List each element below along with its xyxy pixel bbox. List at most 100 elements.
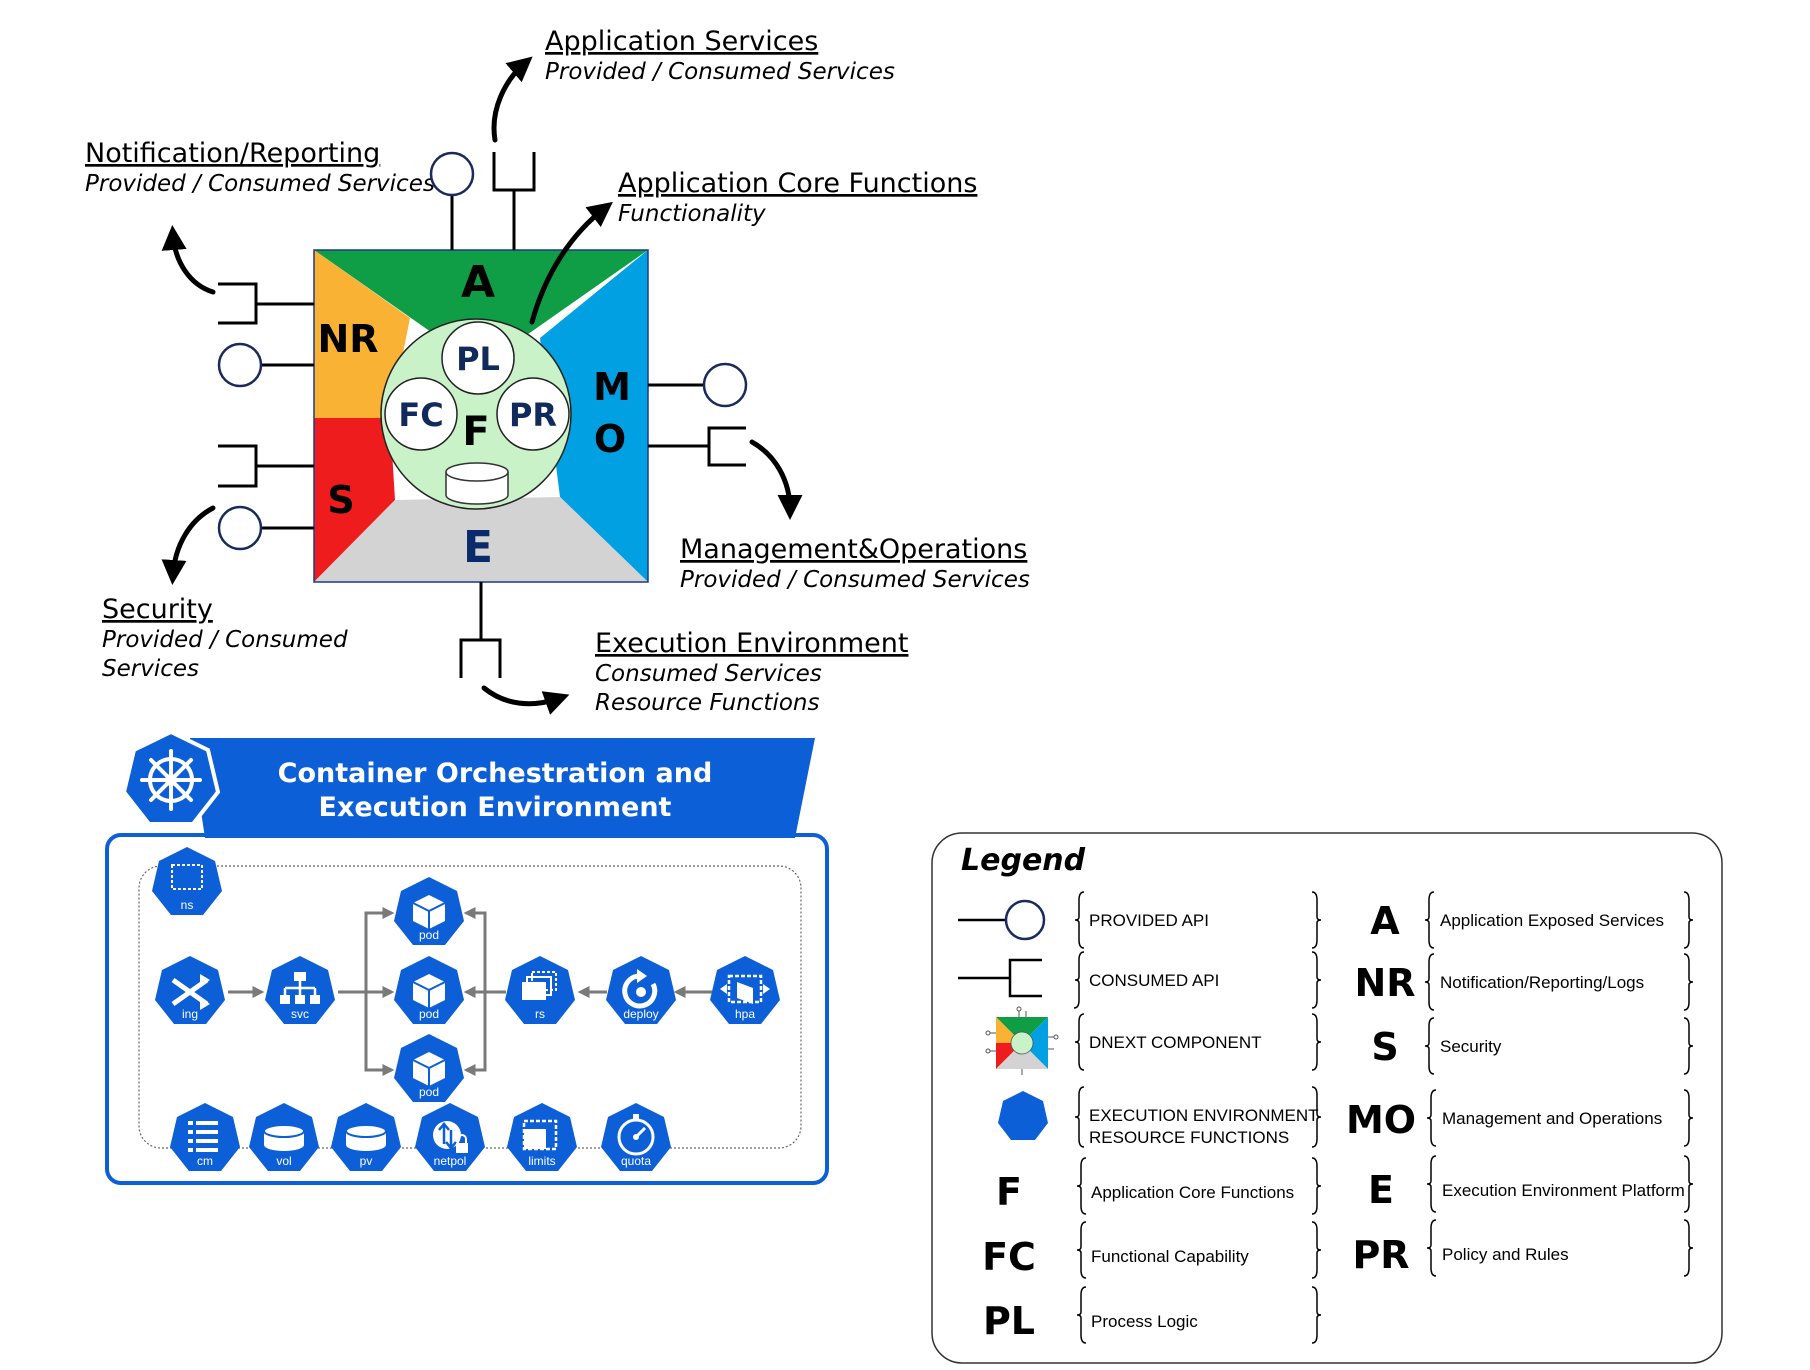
o-label: O: [594, 417, 626, 461]
fc-label: FC: [398, 396, 443, 434]
legend-s-text: Security: [1440, 1037, 1502, 1056]
provided-api-icon: [217, 342, 263, 388]
legend-abbr-s: S: [1371, 1025, 1398, 1069]
pr-label: PR: [509, 396, 557, 434]
consumed-api-icon: [492, 152, 536, 192]
legend-e-text: Execution Environment Platform: [1442, 1181, 1685, 1200]
k8s-hpa-icon: hpa: [710, 956, 780, 1024]
k8s-quota-icon: quota: [601, 1103, 671, 1171]
legend-dnext-component-icon: [985, 1006, 1059, 1075]
legend-provided-api-icon: [1004, 899, 1046, 941]
svg-text:Provided / Consumed: Provided / Consumed: [102, 627, 348, 653]
svg-text:pod: pod: [419, 1085, 439, 1099]
label-application-services: Application Services Provided / Consumed…: [545, 26, 895, 85]
f-label: F: [462, 409, 489, 455]
legend-nr-text: Notification/Reporting/Logs: [1440, 973, 1644, 992]
provided-api-icon: [702, 362, 748, 408]
legend-title: Legend: [961, 843, 1086, 878]
svg-text:Application Core Functions: Application Core Functions: [618, 168, 977, 199]
svg-text:pod: pod: [419, 1007, 439, 1021]
legend-abbr-a: A: [1370, 899, 1400, 943]
container-orchestration: Container Orchestration and Execution En…: [105, 729, 829, 1185]
container-banner: [190, 738, 815, 838]
label-execution-environment: Execution Environment Consumed Services …: [595, 628, 908, 716]
svg-text:Consumed Services: Consumed Services: [595, 661, 822, 687]
svg-text:ing: ing: [182, 1007, 198, 1021]
legend-abbr-pl: PL: [983, 1299, 1035, 1343]
database-icon: [445, 462, 509, 505]
svg-text:Provided / Consumed Services: Provided / Consumed Services: [680, 567, 1030, 593]
container-title-line1: Container Orchestration and: [278, 758, 713, 789]
legend-abbr-pr: PR: [1352, 1233, 1409, 1277]
a-label: A: [461, 257, 495, 308]
legend-provided-api-text: PROVIDED API: [1089, 911, 1209, 930]
api-connectors: [217, 151, 748, 678]
svg-text:Notification/Reporting: Notification/Reporting: [85, 138, 380, 169]
svg-text:cm: cm: [197, 1154, 213, 1168]
legend-abbr-f: F: [996, 1170, 1022, 1214]
legend-left-braces: [1073, 891, 1322, 1344]
k8s-limits-icon: limits: [507, 1103, 577, 1171]
consumed-api-icon: [218, 444, 258, 488]
segment-mo: [540, 250, 648, 582]
svg-text:rs: rs: [535, 1007, 545, 1021]
k8s-vol-icon: vol: [249, 1103, 319, 1171]
segment-a: [314, 250, 648, 367]
provided-api-icon: [429, 151, 475, 197]
k8s-ns-icon: ns: [152, 847, 222, 915]
e-label: E: [463, 522, 493, 573]
m-label: M: [593, 365, 631, 409]
svg-text:Provided / Consumed Services: Provided / Consumed Services: [85, 171, 435, 197]
k8s-netpol-icon: netpol: [415, 1103, 485, 1171]
nr-label: NR: [317, 317, 378, 361]
k8s-pod-icon: pod: [394, 956, 464, 1024]
svg-text:Execution Environment: Execution Environment: [595, 628, 908, 659]
svg-text:Security: Security: [102, 594, 213, 625]
pr-circle: [496, 377, 570, 451]
legend-mo-text: Management and Operations: [1442, 1109, 1662, 1128]
segment-s: [314, 418, 395, 582]
k8s-deploy-icon: deploy: [606, 956, 676, 1024]
core-circle: [380, 318, 572, 510]
segment-nr: [314, 250, 410, 418]
legend-abbr-e: E: [1368, 1168, 1394, 1212]
legend-fc-text: Functional Capability: [1091, 1247, 1249, 1266]
pl-label: PL: [456, 340, 500, 378]
label-application-core-functions: Application Core Functions Functionality: [618, 168, 977, 227]
legend-right-braces: [1424, 891, 1694, 1277]
legend-pl-text: Process Logic: [1091, 1312, 1198, 1331]
k8s-cm-icon: cm: [170, 1103, 240, 1171]
provided-api-icon: [217, 505, 263, 551]
k8s-svc-icon: svc: [265, 956, 335, 1024]
label-notification-reporting: Notification/Reporting Provided / Consum…: [85, 138, 435, 197]
svg-text:Resource Functions: Resource Functions: [595, 690, 819, 716]
svg-text:Services: Services: [102, 656, 199, 682]
consumed-api-icon: [218, 282, 258, 325]
legend-f-text: Application Core Functions: [1091, 1183, 1294, 1202]
legend-consumed-api-icon: [1008, 958, 1042, 998]
legend-a-text: Application Exposed Services: [1440, 911, 1664, 930]
pl-circle: [441, 321, 515, 395]
legend-exec-env-text-2: RESOURCE FUNCTIONS: [1089, 1128, 1289, 1147]
svg-text:pod: pod: [419, 928, 439, 942]
svg-text:limits: limits: [528, 1154, 555, 1168]
svg-text:svc: svc: [291, 1007, 309, 1021]
legend-abbr-mo: MO: [1346, 1098, 1416, 1142]
svg-text:Management&Operations: Management&Operations: [680, 534, 1027, 565]
fc-circle: [384, 377, 458, 451]
legend-pr-text: Policy and Rules: [1442, 1245, 1569, 1264]
consumed-api-icon: [707, 426, 746, 467]
k8s-pv-icon: pv: [331, 1103, 401, 1171]
legend-abbr-fc: FC: [982, 1235, 1036, 1279]
svg-text:quota: quota: [621, 1154, 651, 1168]
label-management-operations: Management&Operations Provided / Consume…: [680, 534, 1030, 593]
flow-arrows: [161, 56, 803, 715]
svg-text:Provided / Consumed Services: Provided / Consumed Services: [545, 59, 895, 85]
s-label: S: [327, 478, 354, 522]
legend-abbr-nr: NR: [1354, 961, 1415, 1005]
legend-exec-env-text-1: EXECUTION ENVIRONMENT: [1089, 1106, 1319, 1125]
legend-execution-resource-icon: [998, 1091, 1048, 1140]
k8s-pod-icon: pod: [394, 1034, 464, 1102]
svg-text:netpol: netpol: [434, 1154, 467, 1168]
k8s-pod-icon: pod: [394, 877, 464, 945]
